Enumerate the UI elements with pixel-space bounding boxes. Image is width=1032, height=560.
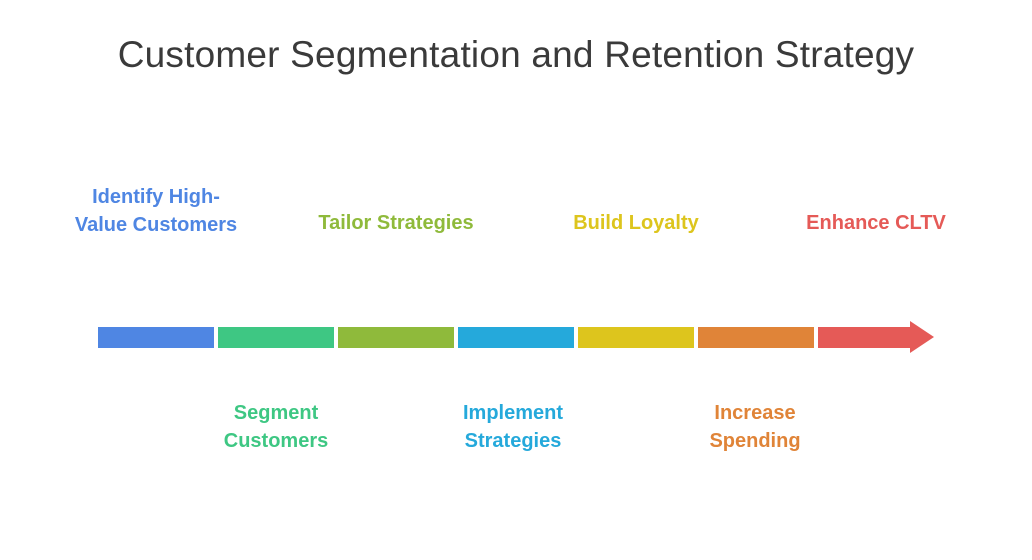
step-3-label: Tailor Strategies xyxy=(296,209,496,237)
timeline-segment-5 xyxy=(578,327,694,348)
timeline-segment-2 xyxy=(218,327,334,348)
step-4-label: Implement Strategies xyxy=(413,399,613,455)
timeline-segment-3 xyxy=(338,327,454,348)
step-2-label-line2: Customers xyxy=(223,430,329,452)
step-7-label-line1: Enhance CLTV xyxy=(806,212,946,234)
step-6-label-line2: Spending xyxy=(709,430,801,452)
step-4-label-line2: Strategies xyxy=(464,430,562,452)
diagram-title: Customer Segmentation and Retention Stra… xyxy=(117,34,915,75)
step-3-label-line1: Tailor Strategies xyxy=(318,212,474,234)
arrow-head-icon xyxy=(910,321,934,353)
step-7-label: Enhance CLTV xyxy=(776,209,976,237)
step-1-label-line2: Value Customers xyxy=(74,214,238,236)
step-5-label-line1: Build Loyalty xyxy=(573,212,699,234)
step-2-label: Segment Customers xyxy=(176,399,376,455)
timeline-segment-6 xyxy=(698,327,814,348)
timeline-segment-4 xyxy=(458,327,574,348)
step-6-label: Increase Spending xyxy=(655,399,855,455)
step-1-label-line1: Identify High- xyxy=(92,186,220,208)
step-2-label-line1: Segment xyxy=(233,402,319,424)
step-1-label: Identify High- Value Customers xyxy=(56,183,256,239)
step-5-label: Build Loyalty xyxy=(536,209,736,237)
step-6-label-line1: Increase xyxy=(714,402,796,424)
timeline-segment-7 xyxy=(818,327,911,348)
step-4-label-line1: Implement xyxy=(462,402,564,424)
timeline-segment-1 xyxy=(98,327,214,348)
